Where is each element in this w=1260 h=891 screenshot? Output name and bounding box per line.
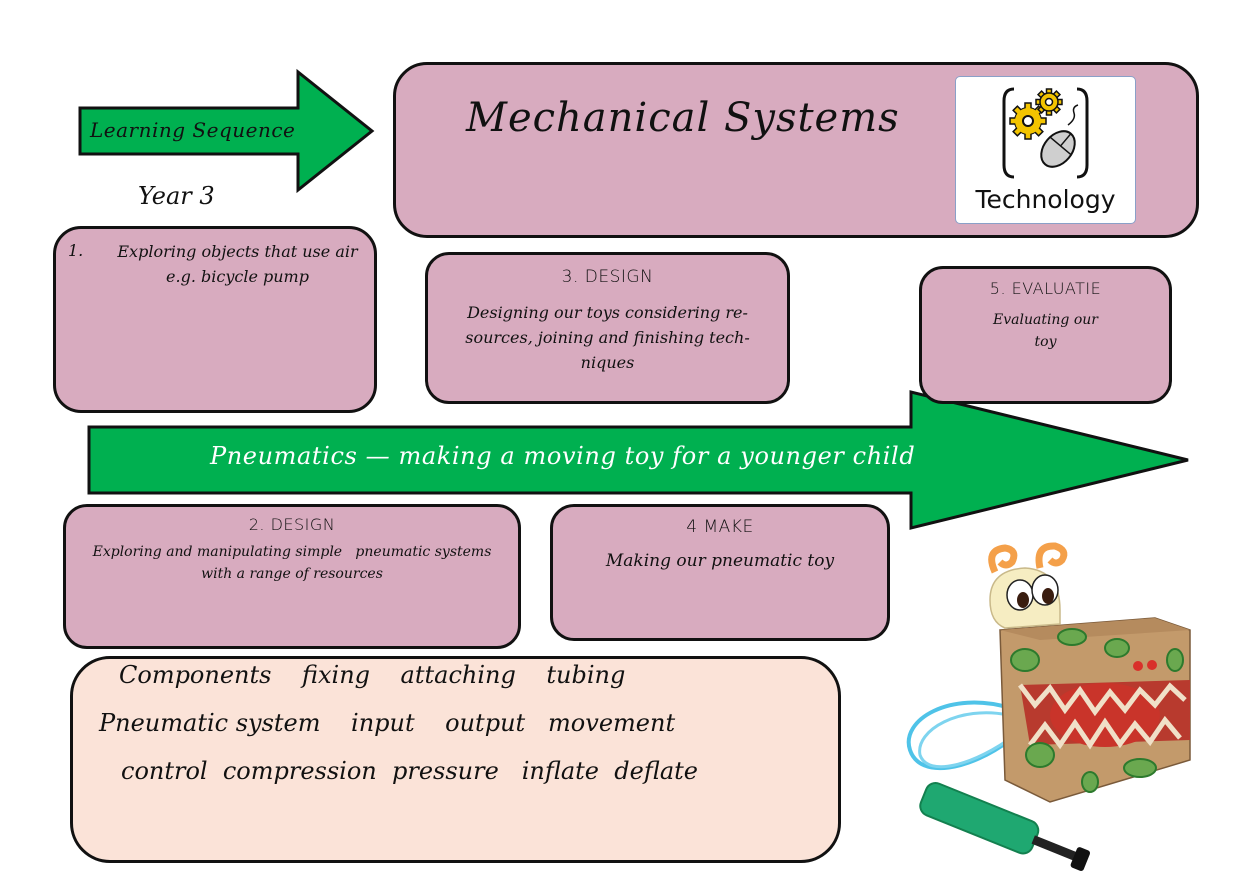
step-4-text: Making our pneumatic toy	[605, 551, 835, 571]
step-2-text: Exploring and manipulating simple pneuma…	[92, 544, 496, 582]
step-4-heading: 4 MAKE	[686, 517, 754, 537]
vocabulary-line-2: Pneumatic system input output movement	[99, 709, 676, 737]
step-3-heading: 3. DESIGN	[561, 267, 654, 287]
main-arrow-label: Pneumatics — making a moving toy for a y…	[210, 442, 916, 470]
step-5-heading: 5. EVALUATIE	[989, 279, 1102, 298]
title-box: Mechanical Systems	[393, 62, 1199, 238]
step-5-box: 5. EVALUATIE Evaluating our toy	[919, 266, 1172, 404]
pneumatic-monster-toy-image	[906, 542, 1191, 871]
vocabulary-box: Components fixing attaching tubing Pneum…	[70, 656, 841, 863]
gears-and-mouse-icon	[1002, 87, 1089, 179]
step-3-text: Designing our toys considering re-source…	[465, 303, 750, 372]
year-label: Year 3	[138, 182, 215, 210]
step-2-heading: 2. DESIGN	[248, 515, 336, 534]
learning-sequence-label: Learning Sequence	[90, 118, 296, 142]
step-3-box: 3. DESIGN Designing our toys considering…	[425, 252, 790, 404]
vocabulary-line-1: Components fixing attaching tubing	[119, 661, 626, 689]
step-1-box: 1. Exploring objects that use air e.g. b…	[53, 226, 377, 413]
technology-badge: Technology	[955, 76, 1136, 224]
page-title: Mechanical Systems	[466, 95, 900, 141]
step-2-box: 2. DESIGN Exploring and manipulating sim…	[63, 504, 521, 649]
step-4-box: 4 MAKE Making our pneumatic toy	[550, 504, 890, 641]
vocabulary-line-3: control compression pressure inflate def…	[121, 757, 698, 785]
step-1-number: 1.	[68, 241, 84, 260]
step-5-text: Evaluating our toy	[993, 312, 1098, 350]
step-1-text: Exploring objects that use air e.g. bicy…	[117, 242, 358, 286]
technology-label: Technology	[975, 185, 1116, 214]
